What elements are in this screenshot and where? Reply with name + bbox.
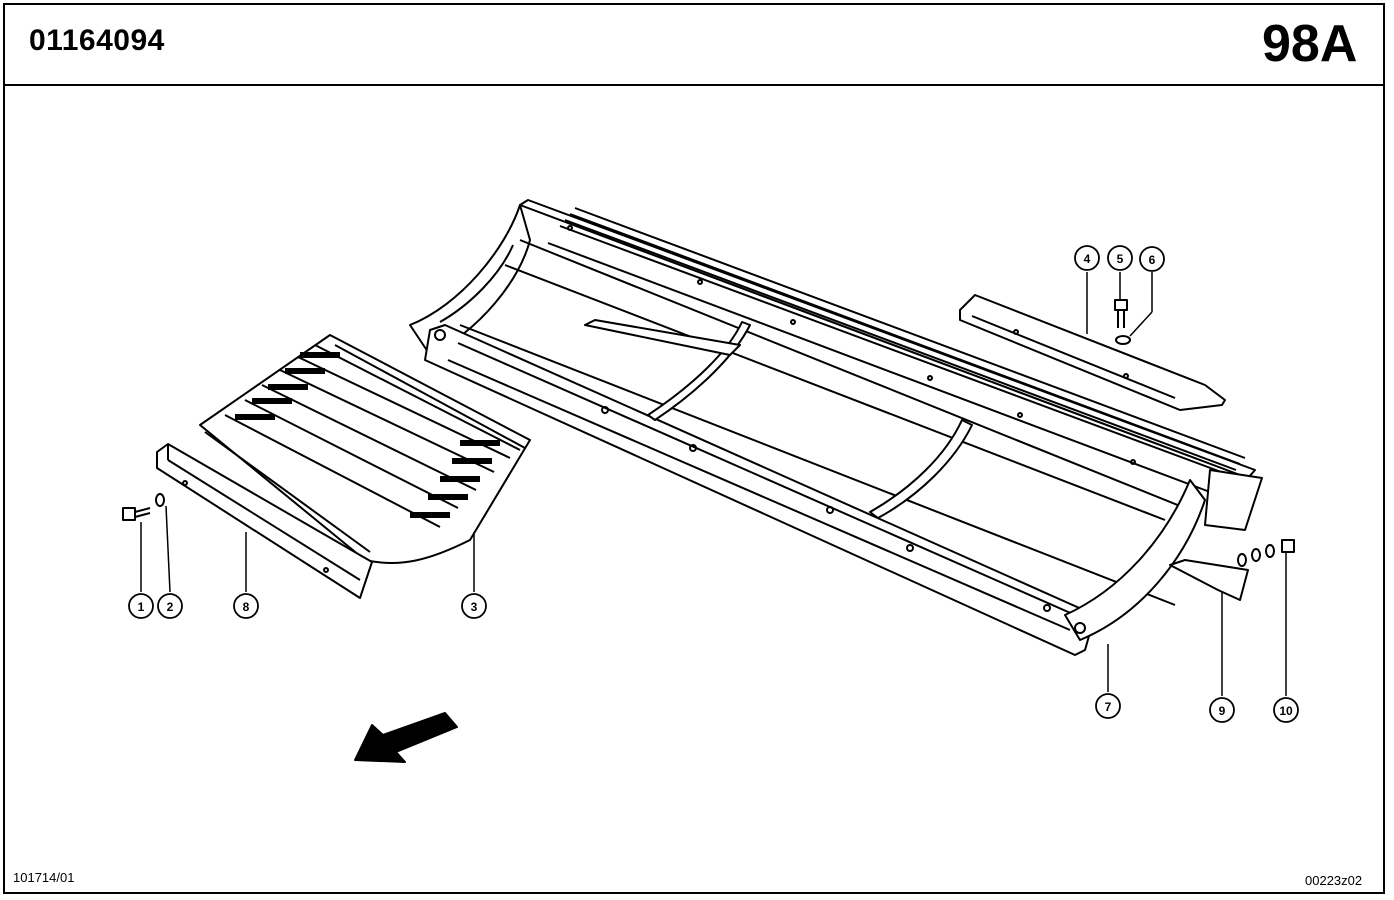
callout-label-3: 3	[471, 600, 478, 614]
callout-label-1: 1	[138, 600, 145, 614]
callout-label-9: 9	[1219, 704, 1226, 718]
header-divider	[3, 84, 1385, 86]
fasteners-part-10	[1237, 539, 1295, 567]
callout-label-4: 4	[1084, 252, 1091, 266]
callout-label-8: 8	[243, 600, 250, 614]
leader-lines	[140, 272, 1287, 696]
callout-label-10: 10	[1279, 704, 1293, 718]
drawing-number: 101714/01	[13, 870, 75, 885]
callout-label-6: 6	[1149, 253, 1156, 267]
angle-strip-part-8	[156, 443, 373, 599]
sieve-part-3	[199, 334, 531, 565]
strip-part-4	[959, 294, 1226, 411]
drawing-code: 00223z02	[1305, 873, 1363, 888]
callout-9	[1209, 697, 1235, 723]
bolt-part-5	[1114, 299, 1128, 328]
callout-circles	[128, 245, 1299, 723]
drawing-frame	[3, 3, 1385, 894]
arrow-down-left-icon	[354, 712, 458, 763]
bolt-part-1	[122, 507, 151, 521]
part-number: 01164094	[29, 24, 165, 57]
callout-10	[1273, 697, 1299, 723]
page-reference: 98A	[1262, 15, 1358, 73]
callout-3	[461, 593, 487, 619]
callout-label-2: 2	[167, 600, 174, 614]
callout-8	[233, 593, 259, 619]
callout-label-7: 7	[1105, 700, 1112, 714]
washer-part-2	[155, 493, 165, 507]
washer-part-6	[1115, 335, 1131, 345]
callout-4	[1074, 245, 1100, 271]
callout-1	[128, 593, 154, 619]
callout-5	[1107, 245, 1133, 271]
strip-part-9	[1169, 559, 1249, 601]
main-frame-part-7	[409, 199, 1263, 656]
callout-7	[1095, 693, 1121, 719]
callout-label-5: 5	[1117, 252, 1124, 266]
callout-2	[157, 593, 183, 619]
callout-6	[1139, 246, 1165, 272]
